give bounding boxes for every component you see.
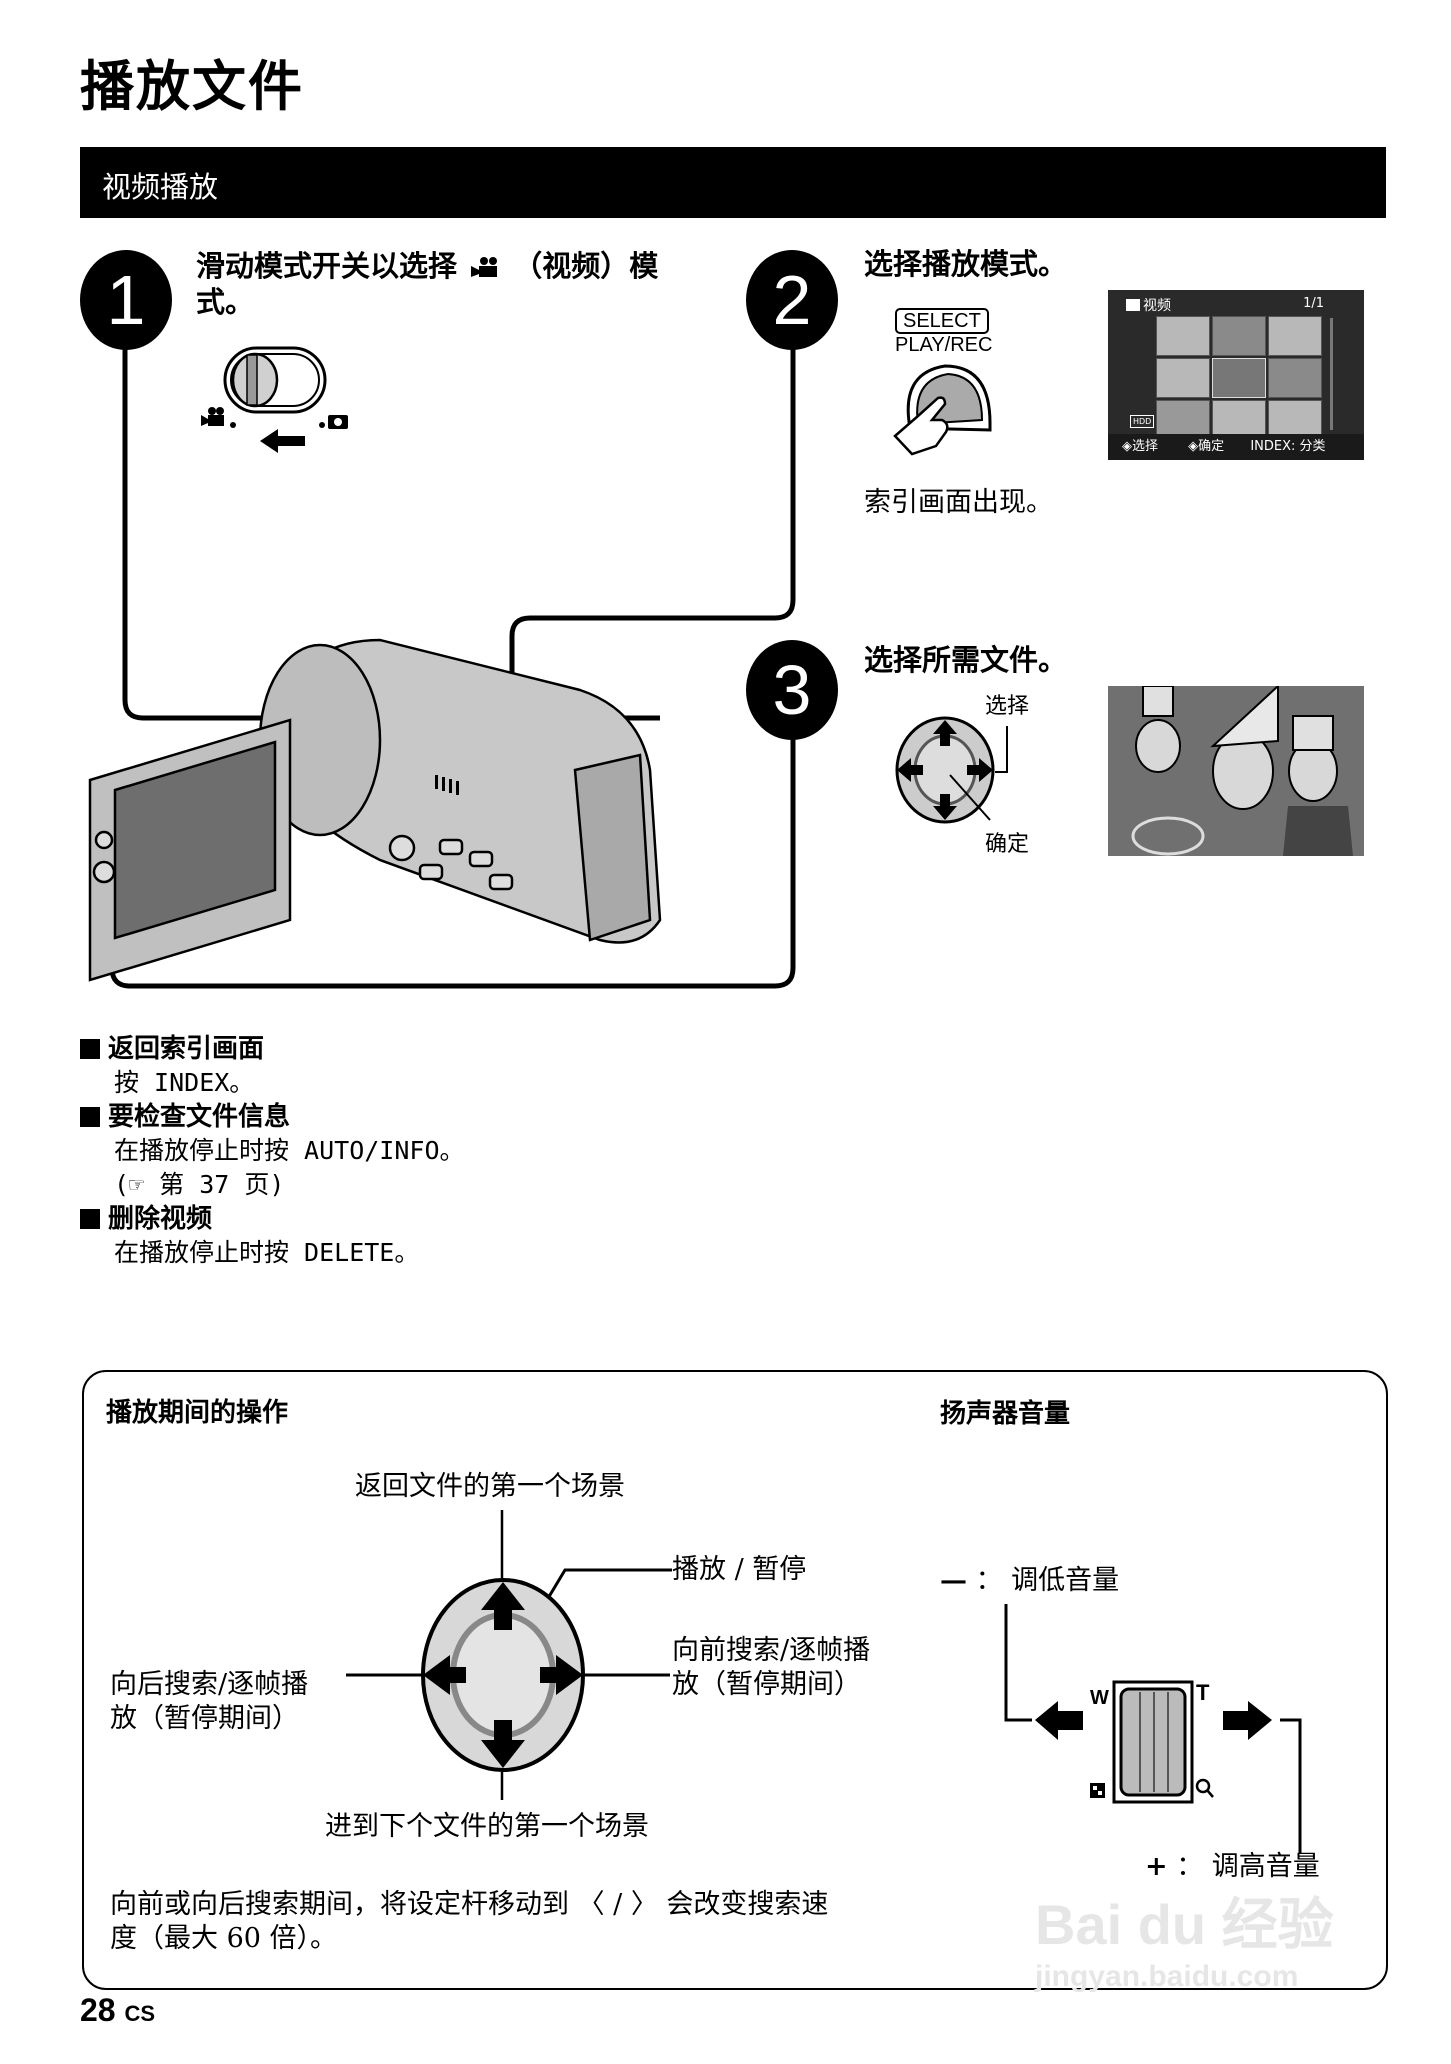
play-rec-button[interactable] [890, 358, 1000, 458]
step-1-heading-text-c: 式。 [196, 285, 255, 319]
step-1-heading-text: 滑动模式开关以选择 [196, 249, 458, 283]
arrow-up-icon [481, 1582, 525, 1630]
volume-up-label: + ： 调高音量 [1145, 1851, 1320, 1882]
index-page-indicator: 1/1 [1303, 296, 1324, 311]
select-button-label: SELECT [895, 308, 989, 334]
index-screen-mode: 视频 [1126, 295, 1171, 315]
step-2-badge: 2 [746, 250, 838, 350]
wide-checker-icon [1090, 1783, 1105, 1798]
bullet-square-icon [80, 1209, 100, 1229]
search-speed-note: 向前或向后搜索期间，将设定杆移动到 〈 / 〉 会改变搜索速度（最大 60 倍）… [110, 1889, 829, 1954]
volume-down-label: — ： 调低音量 [940, 1565, 1120, 1596]
bullet-square-icon [80, 1107, 100, 1127]
lever-w-label: W [1090, 1687, 1109, 1709]
arrow-left-icon [423, 1655, 466, 1695]
label-right: 向前搜索/逐帧播放（暂停期间） [672, 1635, 871, 1700]
volume-heading: 扬声器音量 [940, 1399, 1071, 1429]
label-down: 进到下个文件的第一个场景 [325, 1811, 649, 1842]
callout-lines [109, 345, 796, 989]
note-body: 在播放停止时按 AUTO/INFO。 [114, 1136, 465, 1165]
zoom-lever-diagram: W T [1004, 1604, 1302, 1853]
note-heading: 要检查文件信息 [80, 1100, 465, 1134]
party-illustration [1108, 686, 1364, 856]
step-2-result: 索引画面出现。 [864, 487, 1053, 518]
arrow-right-icon [540, 1655, 583, 1695]
label-left: 向后搜索/逐帧播放（暂停期间） [110, 1669, 309, 1734]
page-number: 28 CS [80, 1992, 156, 2028]
page-title: 播放文件 [80, 55, 304, 118]
lever-t-label: T [1196, 1680, 1210, 1705]
dpad-select-icon[interactable] [895, 700, 1035, 850]
step-3-heading: 选择所需文件。 [864, 643, 1068, 677]
arrow-up-icon [933, 720, 957, 746]
thumbnail[interactable] [1212, 400, 1266, 440]
step-1-heading: 滑动模式开关以选择 （视频）模 式。 [196, 248, 716, 320]
mode-switch-icon [201, 346, 348, 453]
arrow-right-icon [1223, 1701, 1272, 1740]
arrow-right-icon [967, 758, 993, 782]
note-heading: 删除视频 [80, 1202, 465, 1236]
note-body: 在播放停止时按 DELETE。 [114, 1238, 420, 1267]
arrow-left-icon [1035, 1701, 1083, 1740]
note-heading: 返回索引画面 [80, 1032, 465, 1066]
page-reference-link[interactable]: (☞ 第 37 页) [114, 1170, 285, 1199]
notes-list: 返回索引画面 按 INDEX。 要检查文件信息 在播放停止时按 AUTO/INF… [80, 1032, 465, 1270]
playback-operations-box [82, 1370, 1388, 1990]
scrollbar[interactable] [1330, 318, 1333, 430]
label-center: 播放 / 暂停 [672, 1554, 807, 1585]
index-screen: 视频 1/1 HDD ◈选择 ◈确定 INDEX: 分类 [1108, 290, 1364, 460]
note-body: 按 INDEX。 [114, 1068, 255, 1097]
footer-index: INDEX: 分类 [1250, 439, 1326, 454]
arrow-left-icon [897, 758, 923, 782]
thumbnail[interactable] [1156, 358, 1210, 398]
watermark-logo: Bai du 经验 [1035, 1893, 1334, 1956]
thumbnail[interactable] [1156, 316, 1210, 356]
thumbnail-selected[interactable] [1212, 358, 1266, 398]
video-camera-icon [201, 407, 224, 426]
section-title: 视频播放 [102, 170, 219, 204]
step-1-badge: 1 [80, 250, 172, 350]
arrow-down-icon [933, 794, 957, 820]
arrow-down-icon [481, 1720, 525, 1768]
step-3-badge: 3 [746, 640, 838, 740]
label-confirm: 确定 [985, 832, 1030, 857]
step-2-heading: 选择播放模式。 [864, 247, 1068, 281]
watermark-url: jingyan.baidu.com [1035, 1960, 1299, 1993]
video-camera-icon [1126, 299, 1140, 311]
arrow-left-icon [260, 429, 305, 453]
thumbnail[interactable] [1212, 316, 1266, 356]
section-header: 视频播放 [80, 147, 1386, 218]
footer-confirm: ◈确定 [1188, 439, 1225, 454]
thumbnail[interactable] [1268, 316, 1322, 356]
bullet-square-icon [80, 1039, 100, 1059]
magnifier-icon [1195, 1778, 1214, 1798]
step-1-heading-text-b: （视频）模 [513, 249, 659, 283]
playback-ops-heading: 播放期间的操作 [106, 1398, 289, 1428]
camera-icon [328, 415, 348, 429]
video-camera-icon [471, 250, 499, 277]
hdd-badge: HDD [1130, 415, 1155, 428]
thumbnail[interactable] [1156, 400, 1210, 440]
footer-select: ◈选择 [1122, 439, 1159, 454]
label-up: 返回文件的第一个场景 [355, 1471, 625, 1502]
playback-photo [1108, 686, 1364, 856]
play-rec-label: PLAY/REC [895, 334, 993, 356]
thumbnail[interactable] [1268, 400, 1322, 440]
finger-press-icon [893, 396, 949, 456]
camcorder-illustration [88, 638, 662, 982]
label-select: 选择 [985, 694, 1030, 719]
dpad-operations-diagram [346, 1510, 672, 1800]
index-screen-footer: ◈选择 ◈确定 INDEX: 分类 [1108, 434, 1364, 460]
thumbnail[interactable] [1268, 358, 1322, 398]
